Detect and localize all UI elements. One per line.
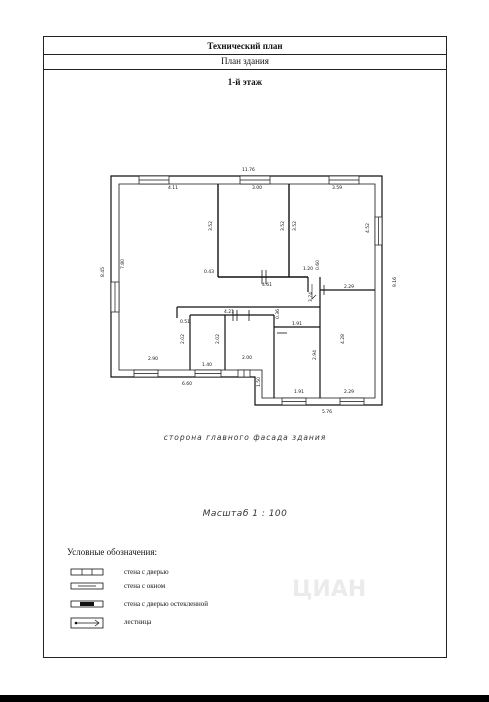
legend-item-door: стена с дверью (70, 567, 270, 579)
window-bottom-1 (133, 369, 159, 378)
dimension-label: 2.02 (180, 334, 186, 344)
dimension-label: 3.74 (308, 292, 314, 302)
entrance-door (237, 369, 251, 378)
wall-with-door-symbol (70, 568, 104, 576)
dimension-label: 3.59 (332, 185, 342, 191)
window-bottom-4 (339, 397, 365, 406)
floor-plan-drawing: 11.76 4.11 3.00 3.59 8.45 7.80 3.52 3.52 3.52 4.5… (100, 167, 398, 415)
scale-caption: Масштаб 1 : 100 (202, 509, 288, 519)
legend-label-stairs: лестница (124, 618, 152, 626)
dimension-label: 1.91 (292, 321, 302, 327)
window-bottom-3 (281, 397, 307, 406)
document-title: Технический план (44, 38, 446, 55)
dimension-label: 2.00 (242, 355, 252, 361)
legend-label-door: стена с дверью (124, 568, 169, 576)
outer-wall-inner (118, 183, 376, 399)
dimension-label: 2.02 (215, 334, 221, 344)
watermark-logo: ЦИАН (292, 577, 367, 602)
legend-item-stairs: лестница (70, 617, 270, 629)
stairs-symbol (70, 617, 104, 629)
window-right-1 (374, 216, 383, 246)
dimension-label: 8.45 (100, 267, 106, 277)
dimension-label: 11.76 (242, 167, 255, 173)
legend-label-glazed-door: стена с дверью остекленной (124, 600, 209, 608)
legend-item-window: стена с окном (70, 581, 270, 593)
dimension-label: 4.52 (365, 223, 371, 233)
window-bottom-2 (194, 369, 222, 378)
dimension-label: 1.50 (256, 377, 262, 387)
dimension-label: 6.60 (182, 381, 192, 387)
dimension-label: 0.36 (275, 309, 281, 319)
wall-with-glazed-door-symbol (70, 600, 104, 608)
dimension-label: 2.29 (344, 284, 354, 290)
document-subtitle: План здания (44, 54, 446, 70)
interior-door-marks (232, 270, 325, 334)
window-top-2 (239, 175, 271, 185)
legend-label-window: стена с окном (124, 582, 166, 590)
dimension-label: 9.16 (392, 277, 398, 287)
dimension-label: 4.21 (224, 309, 234, 315)
dimension-label: 0.60 (315, 260, 321, 270)
dimension-label: 3.00 (252, 185, 262, 191)
legend-title: Условные обозначения: (67, 547, 158, 557)
outer-wall (110, 175, 383, 406)
wall-with-window-symbol (70, 582, 104, 590)
dimension-label: 2.94 (312, 350, 318, 360)
facade-caption: сторона главного фасада здания (163, 433, 327, 442)
dimension-label: 3.52 (208, 221, 214, 231)
dimension-label: 1.20 (303, 266, 313, 272)
window-top-3 (328, 175, 360, 185)
dimension-label: 4.28 (340, 334, 346, 344)
dimension-label: 1.40 (202, 362, 212, 368)
dimension-label: 2.90 (148, 356, 158, 362)
dimension-label: 7.80 (120, 259, 126, 269)
dimension-label: 2.29 (344, 389, 354, 395)
dimension-label: 3.52 (292, 221, 298, 231)
dimension-label: 4.11 (168, 185, 178, 191)
legend-item-glazed-door: стена с дверью остекленной (70, 599, 270, 611)
dimension-label: 1.91 (294, 389, 304, 395)
dimension-label: 3.52 (280, 221, 286, 231)
window-left-1 (110, 281, 120, 313)
stair-marks (311, 284, 317, 300)
technical-plan-sheet: Технический план План здания 1-й этаж (43, 36, 447, 658)
window-top-1 (138, 175, 170, 185)
dimension-label: 0.43 (204, 269, 214, 275)
bottom-bar (0, 695, 489, 702)
dimension-label: 0.51 (180, 319, 190, 325)
floor-title: 1-й этаж (227, 77, 263, 87)
dimension-label: 4.61 (262, 282, 272, 288)
dimension-label: 5.76 (322, 409, 332, 415)
